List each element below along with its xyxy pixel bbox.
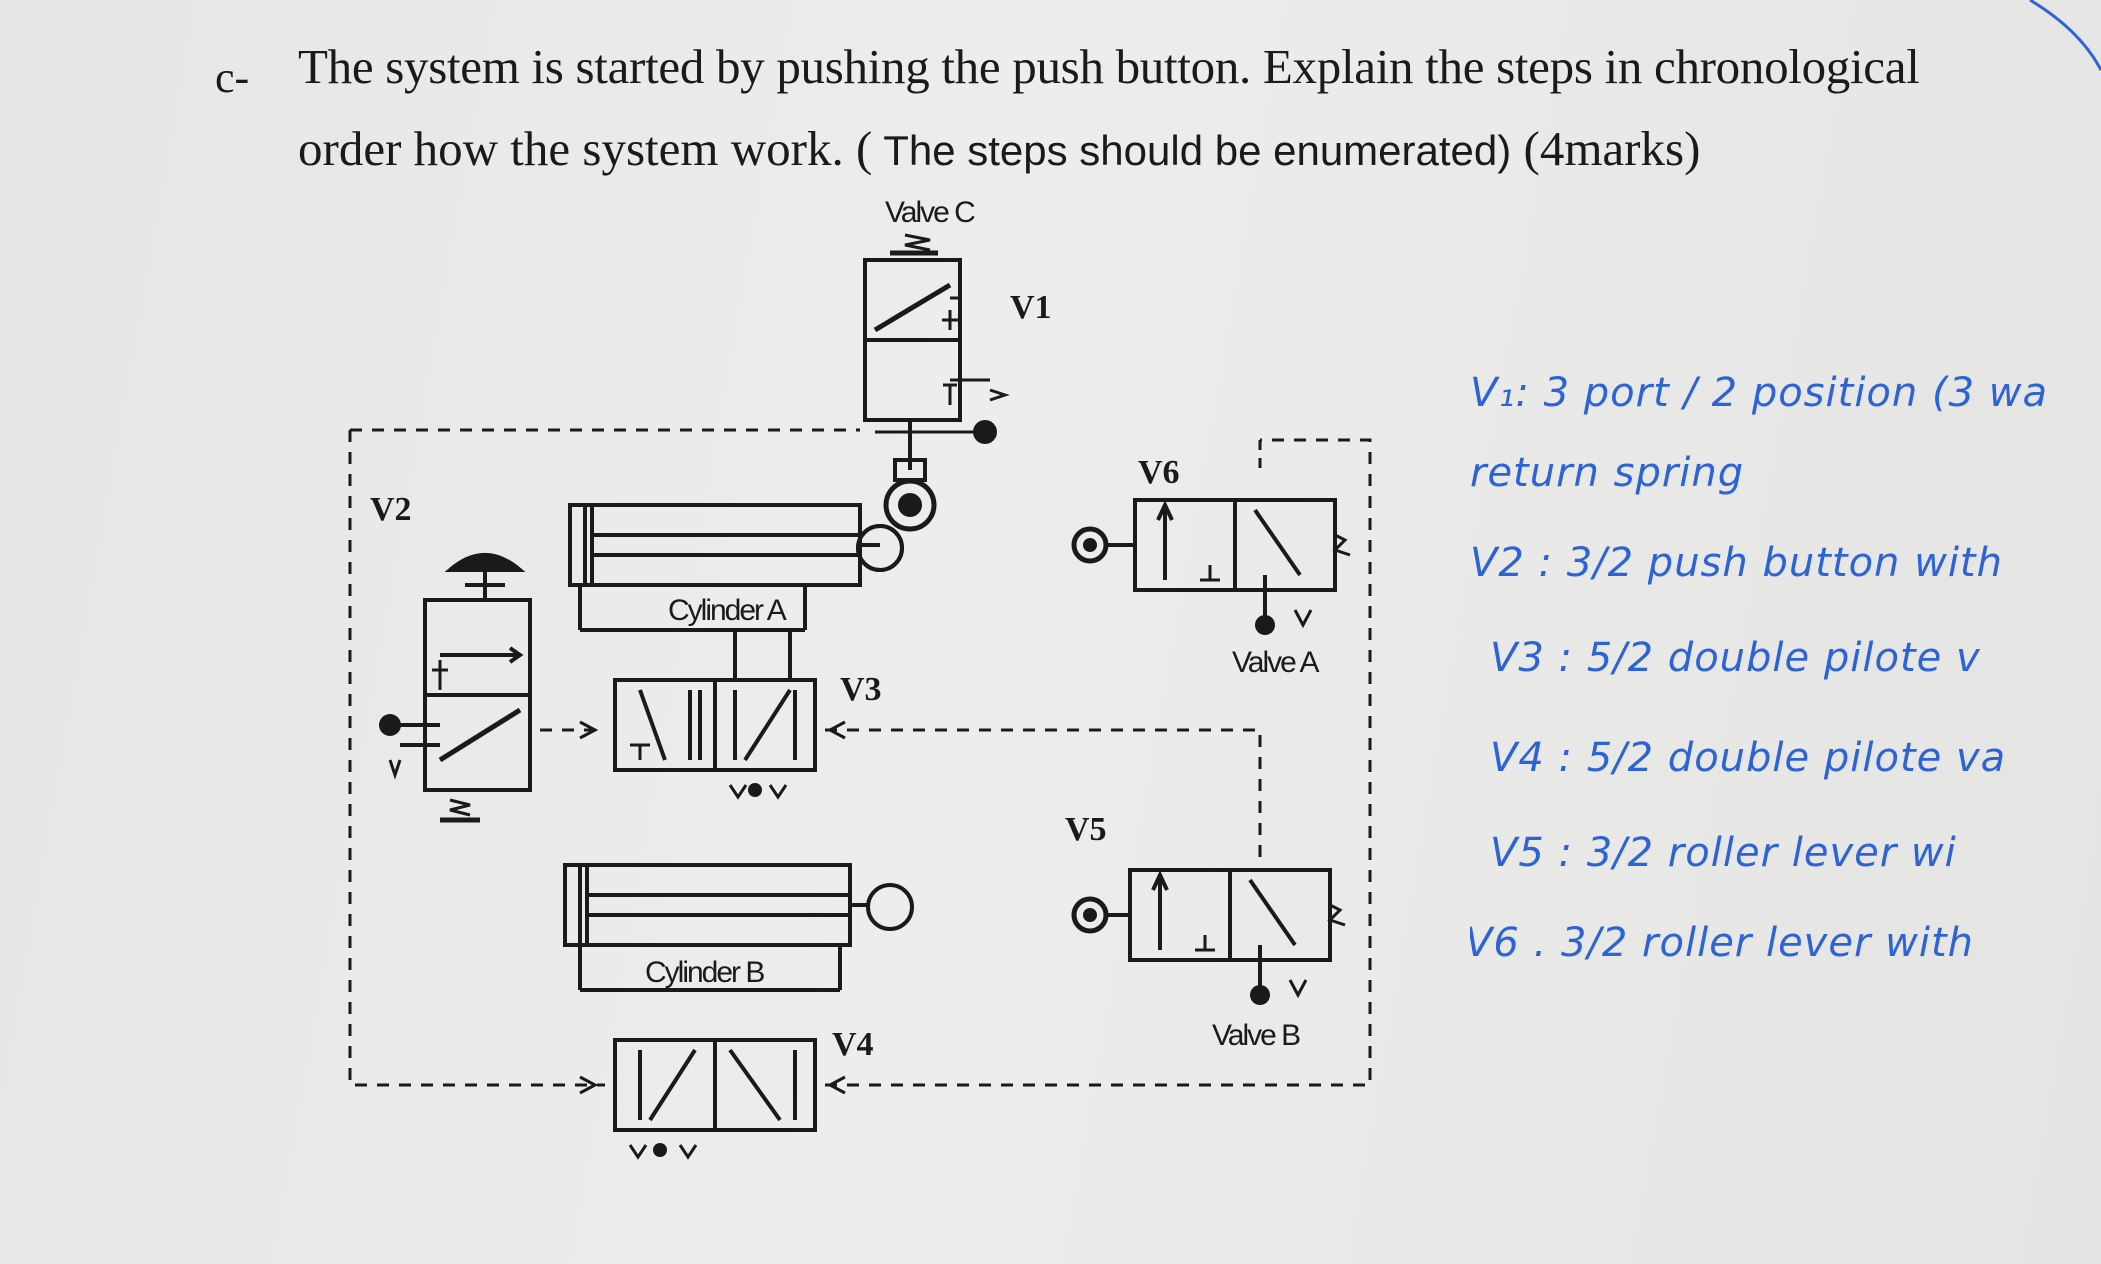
label-v2: V2	[370, 491, 412, 528]
label-cylinder-a: Cylinder A	[668, 594, 787, 627]
cylinder-b	[563, 863, 914, 992]
question-text-line1: The system is started by pushing the pus…	[298, 39, 1920, 94]
push-button-icon	[444, 553, 526, 572]
note-v3: V3 : 5/2 double pilote v	[1490, 635, 1981, 681]
question-text-line2-sans: The steps should be enumerated)	[872, 127, 1512, 174]
valve-v6	[1071, 440, 1351, 635]
note-v4: V4 : 5/2 double pilote va	[1490, 735, 2007, 781]
question-text-line2: order how the system work. ( The steps s…	[298, 120, 1700, 177]
label-valve-c: Valve C	[885, 196, 975, 229]
valve-v2	[379, 553, 532, 823]
label-v5: V5	[1065, 811, 1107, 848]
label-v4: V4	[832, 1026, 874, 1063]
label-v1: V1	[1010, 289, 1052, 326]
valve-v5	[1071, 868, 1346, 1005]
label-cylinder-b: Cylinder B	[645, 956, 764, 989]
note-v1: V₁: 3 port / 2 position (3 wa	[1470, 370, 2048, 416]
cylinder-a	[568, 503, 904, 632]
label-valve-b: Valve B	[1212, 1019, 1300, 1052]
handwritten-notes: V₁: 3 port / 2 position (3 wa return spr…	[1470, 370, 2101, 990]
label-v6: V6	[1138, 454, 1180, 491]
page-edge-arc	[2029, 0, 2101, 71]
question-marks: (4marks)	[1511, 121, 1701, 176]
label-valve-a: Valve A	[1232, 646, 1319, 679]
note-v2: V2 : 3/2 push button with	[1470, 540, 2003, 586]
valve-c-v1	[856, 233, 1010, 572]
valve-v4	[613, 1038, 817, 1160]
valve-c-spring-icon	[904, 233, 931, 252]
note-v5: V5 : 3/2 roller lever wi	[1490, 830, 1957, 876]
question-label: c-	[215, 53, 250, 102]
v2-spring-icon	[449, 798, 471, 817]
note-v6: V6 . 3/2 roller lever with	[1470, 920, 1974, 966]
question-text-line2-serif: order how the system work. (	[298, 121, 873, 176]
valve-v3	[613, 630, 817, 800]
label-v3: V3	[840, 671, 882, 708]
note-v1-cont: return spring	[1470, 450, 1745, 496]
